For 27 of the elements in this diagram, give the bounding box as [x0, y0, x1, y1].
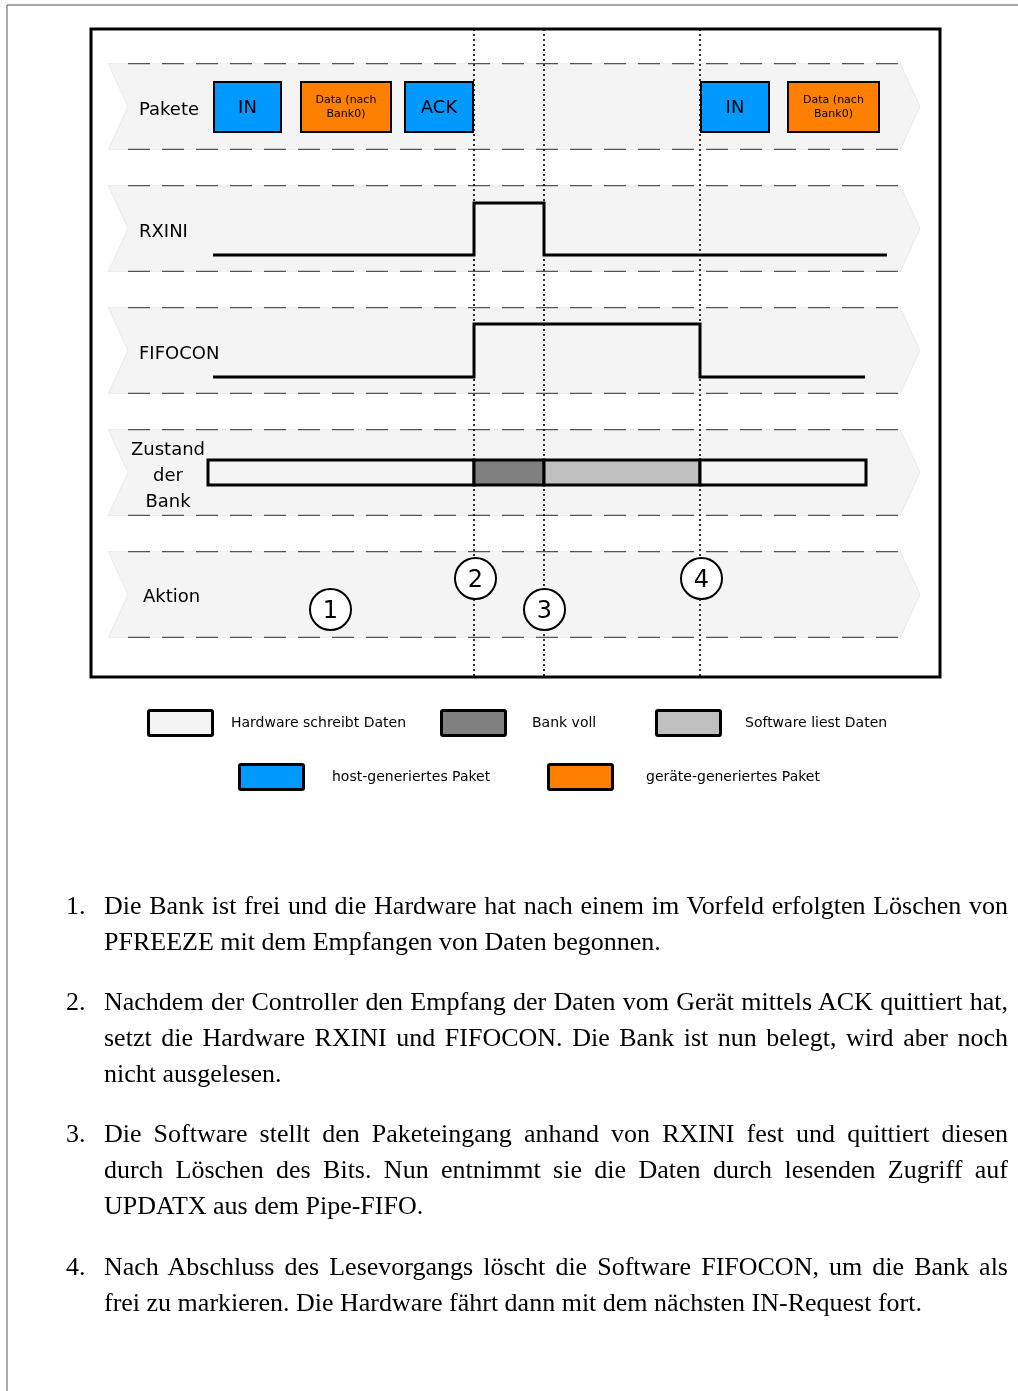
list-paragraph: Nach Abschluss des Lesevorgangs löscht die Software FIFOCON, um die Bank als frei zu markieren. Die Hardware fährt dann mit dem nächsten IN-Request fort. [104, 1251, 1008, 1319]
legend-label: Software liest Daten [745, 714, 888, 730]
list-number: 3. [66, 1118, 86, 1150]
list-number: 4. [66, 1251, 86, 1283]
legend-label: host-generiertes Paket [332, 768, 491, 784]
legend-label: geräte-generiertes Paket [646, 768, 820, 784]
lane-label: Zustand der Bank [129, 437, 206, 513]
list-number: 1. [66, 890, 86, 922]
swimlane-band [108, 185, 920, 272]
lane-label: Aktion [143, 584, 202, 608]
swimlane-band [108, 307, 920, 394]
legend-label: Hardware schreibt Daten [231, 714, 407, 730]
packet-box: IN [213, 81, 282, 133]
packet-box: Data (nach Bank0) [787, 81, 880, 133]
list-paragraph: Nachdem der Controller den Empfang der Daten vom Gerät mittels ACK quittiert hat, setzt die Hardware RXINI und FIFOCON. Die Bank ist nun belegt, wird aber noch nicht ausgelesen. [104, 986, 1008, 1090]
swimlane-band [108, 551, 920, 638]
lane-label: Pakete [139, 97, 201, 121]
legend-label: Bank voll [532, 714, 597, 730]
lane-label: RXINI [139, 219, 189, 243]
swimlane-band [108, 63, 920, 150]
packet-box: Data (nach Bank0) [300, 81, 392, 133]
lane-label: FIFOCON [139, 341, 221, 365]
packet-box: IN [700, 81, 770, 133]
list-number: 2. [66, 986, 86, 1018]
list-paragraph: Die Software stellt den Paketeingang anhand von RXINI fest und quittiert diesen durch Löschen des Bits. Nun entnimmt sie die Daten durch lesenden Zugriff auf UPDATX aus dem Pipe-FIFO. [104, 1118, 1008, 1222]
list-paragraph: Die Bank ist frei und die Hardware hat nach einem im Vorfeld erfolgten Löschen von PFREEZE mit dem Empfangen von Daten begonnen. [104, 890, 1008, 958]
packet-box: ACK [404, 81, 474, 133]
